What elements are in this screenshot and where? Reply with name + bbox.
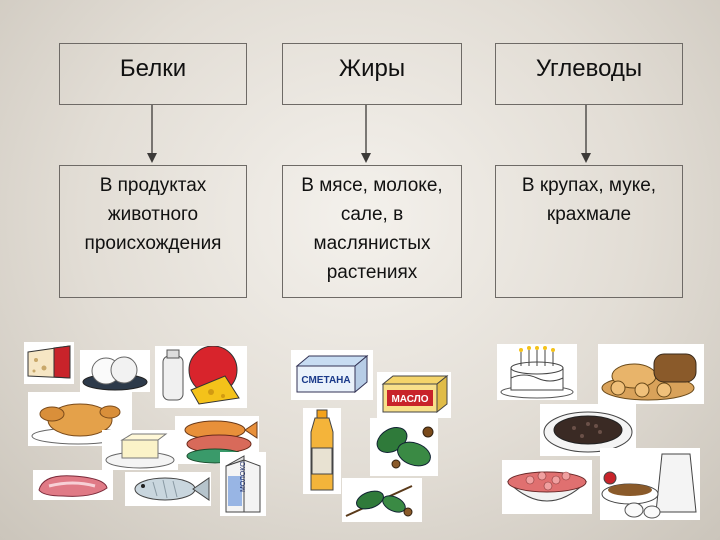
carbs-title: Углеводы [535, 55, 643, 82]
fats-desc-line: сале, в [340, 204, 404, 225]
carbs-arrow [581, 105, 591, 163]
oil-bottle-image [303, 408, 341, 494]
flour-and-eggs-image [600, 448, 700, 520]
sour-cream-image: СМЕТАНА [291, 350, 373, 400]
eggs-image [80, 350, 150, 392]
milk-carton-label: МОЛОКО [240, 461, 247, 492]
birthday-cake-image [497, 344, 577, 400]
fish-image [125, 472, 211, 506]
fish-group-image [175, 416, 259, 464]
fats-header: Жиры [282, 43, 462, 105]
butter-dish-image [102, 430, 178, 470]
fats-arrow [361, 105, 371, 163]
proteins-arrow [147, 105, 157, 163]
sour-cream-label: СМЕТАНА [301, 375, 350, 386]
fats-desc-line: маслянистых [313, 233, 431, 254]
nuts-leaves-image [370, 418, 438, 476]
fats-desc: В мясе, молоке, сале, в маслянистых раст… [282, 165, 462, 298]
carbs-desc-line: В крупах, муке, [521, 175, 657, 196]
carbs-header: Углеводы [495, 43, 683, 105]
proteins-title: Белки [119, 55, 187, 82]
proteins-header: Белки [59, 43, 247, 105]
proteins-desc-line: животного [107, 204, 199, 225]
roast-chicken-image [28, 392, 132, 446]
hazelnut-branch-image [342, 478, 422, 522]
proteins-desc-line: В продуктах [99, 175, 207, 196]
fats-desc-line: растениях [326, 262, 418, 283]
carbs-desc-line: крахмале [546, 204, 632, 225]
cheese-wedge-image [24, 342, 74, 384]
buckwheat-plate-image [540, 404, 636, 456]
pasta-bowl-image [502, 460, 592, 514]
carbs-desc: В крупах, муке, крахмале [495, 165, 683, 298]
raw-meat-image [33, 470, 113, 500]
proteins-desc: В продуктах животного происхождения [59, 165, 247, 298]
proteins-desc-line: происхождения [84, 233, 222, 254]
bread-basket-image [598, 344, 704, 404]
fats-desc-line: В мясе, молоке, [301, 175, 443, 196]
fats-title: Жиры [338, 55, 406, 82]
butter-pack-label: МАСЛО [391, 394, 428, 405]
milk-carton-image: МОЛОКО [220, 452, 266, 516]
milk-and-cheese-image [155, 346, 247, 408]
butter-pack-image: МАСЛО [377, 372, 451, 418]
